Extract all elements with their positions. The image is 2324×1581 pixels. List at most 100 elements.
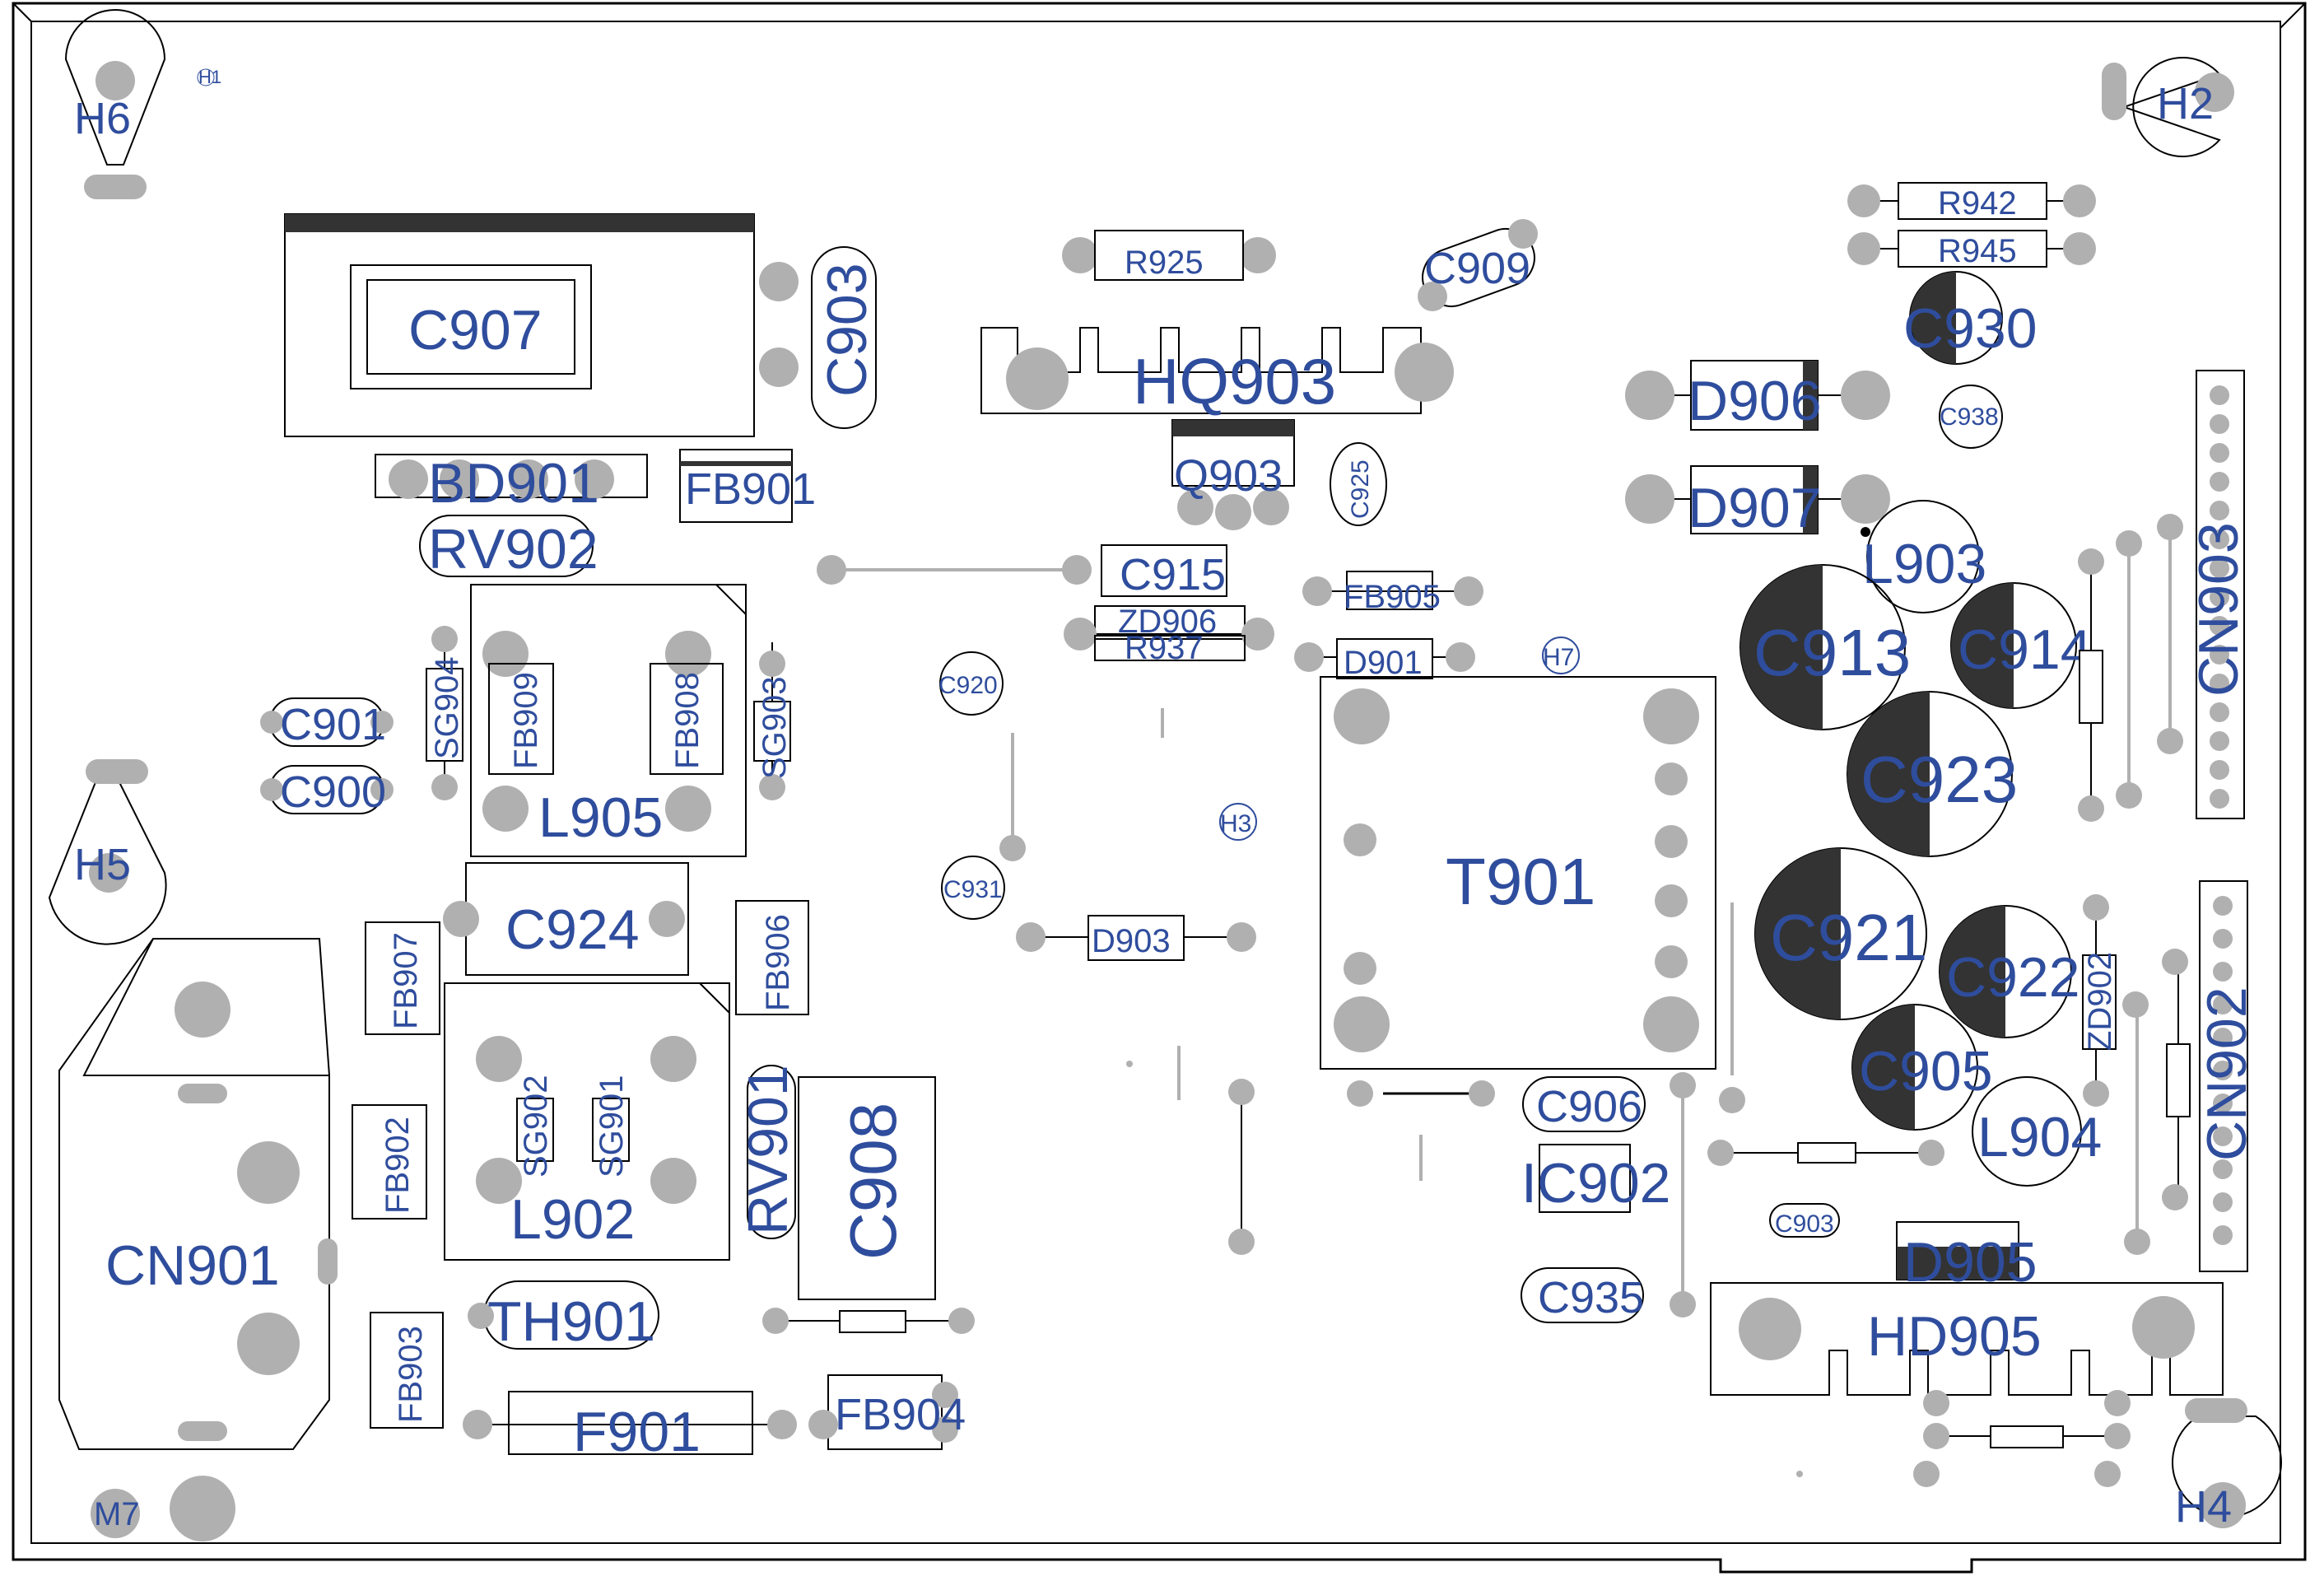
svg-text:FB907: FB907 bbox=[388, 932, 424, 1029]
hole-h4: H4 bbox=[2172, 1398, 2282, 1532]
capacitor-c901: C901 bbox=[260, 697, 394, 749]
surge-gap-sg901: SG901 bbox=[592, 1075, 630, 1178]
capacitor-c938: C938 bbox=[1939, 385, 2003, 449]
resistor-r933 bbox=[2135, 963, 2191, 1243]
diode-d907: D907 bbox=[1625, 465, 1890, 539]
svg-text:R937: R937 bbox=[1125, 630, 1204, 666]
svg-text:L905: L905 bbox=[538, 786, 663, 849]
svg-text:TH901: TH901 bbox=[487, 1290, 655, 1353]
capacitor-c909: C909 bbox=[1418, 219, 1538, 311]
ic-ic902: IC902 bbox=[1521, 1144, 1670, 1215]
svg-text:HQ903: HQ903 bbox=[1133, 345, 1336, 417]
surge-gap-sg903: SG903 bbox=[753, 642, 793, 800]
board-corner-top-right bbox=[2280, 2, 2306, 29]
svg-text:FB909: FB909 bbox=[508, 672, 544, 769]
diode-d901: D901 bbox=[1294, 638, 1475, 681]
svg-text:D907: D907 bbox=[1688, 477, 1822, 539]
svg-text:C913: C913 bbox=[1753, 616, 1911, 689]
capacitor-c906: C906 bbox=[1522, 1076, 1646, 1132]
hole-h6: H6 bbox=[64, 9, 166, 199]
capacitor-c907: C907 bbox=[284, 213, 799, 437]
resistor-r930 bbox=[2078, 527, 2172, 822]
svg-text:D903: D903 bbox=[1092, 923, 1171, 959]
svg-text:C930: C930 bbox=[1903, 297, 2038, 360]
svg-text:CN903: CN903 bbox=[2187, 522, 2250, 697]
svg-text:BD901: BD901 bbox=[428, 452, 599, 515]
svg-text:H7: H7 bbox=[1543, 644, 1574, 671]
hole-h4-label: H4 bbox=[2175, 1482, 2232, 1532]
svg-text:RV901: RV901 bbox=[737, 1065, 799, 1235]
resistor-r937: R937 bbox=[1064, 618, 1274, 666]
svg-text:C901: C901 bbox=[280, 700, 386, 749]
svg-text:F901: F901 bbox=[573, 1401, 701, 1463]
diode-d903: D903 bbox=[1016, 915, 1256, 961]
svg-text:C925: C925 bbox=[1347, 459, 1374, 519]
varistor-rv902: RV902 bbox=[419, 515, 598, 581]
svg-text:C914: C914 bbox=[1958, 618, 2092, 681]
svg-text:C922: C922 bbox=[1946, 946, 2080, 1009]
transistor-q903: Q903 bbox=[1171, 419, 1295, 530]
capacitor-c920: C920 bbox=[938, 651, 1026, 861]
inductor-l905: L905 bbox=[470, 584, 747, 857]
inductor-l902: L902 bbox=[444, 982, 730, 1261]
svg-text:H1: H1 bbox=[198, 67, 221, 87]
ferrite-fb904: FB904 bbox=[808, 1374, 966, 1450]
hole-h5-label: H5 bbox=[74, 840, 131, 889]
transformer-t901: T901 bbox=[1320, 676, 1716, 1070]
thermistor-th901: TH901 bbox=[468, 1280, 659, 1353]
svg-text:C907: C907 bbox=[408, 299, 543, 361]
svg-text:R942: R942 bbox=[1938, 185, 2017, 222]
svg-text:C923: C923 bbox=[1861, 743, 2018, 816]
svg-text:FB902: FB902 bbox=[380, 1117, 416, 1214]
connector-cn903: CN903 bbox=[2187, 370, 2250, 819]
svg-text:C900: C900 bbox=[280, 767, 386, 817]
diode-d906: D906 bbox=[1625, 360, 1890, 432]
svg-text:SG904: SG904 bbox=[429, 656, 465, 759]
resistor-r946 bbox=[1707, 1140, 1944, 1166]
resistor-r940 bbox=[762, 1308, 975, 1334]
capacitor-c924: C924 bbox=[443, 862, 689, 976]
surge-gap-sg904: SG904 bbox=[426, 626, 465, 800]
ferrite-fb905: FB905 bbox=[1302, 571, 1483, 615]
svg-text:C915: C915 bbox=[1120, 550, 1226, 599]
hole-h6-label: H6 bbox=[74, 94, 131, 143]
surge-gap-sg902: SG902 bbox=[516, 1075, 554, 1178]
svg-text:SG902: SG902 bbox=[518, 1075, 554, 1178]
svg-text:FB908: FB908 bbox=[669, 672, 706, 769]
ferrite-fb902: FB902 bbox=[352, 1104, 427, 1220]
svg-text:C924: C924 bbox=[505, 898, 640, 961]
board-inner-border bbox=[30, 21, 2281, 1544]
capacitor-c914: C914 bbox=[1950, 582, 2092, 709]
hole-h5: H5 bbox=[48, 759, 167, 945]
svg-text:FB903: FB903 bbox=[393, 1326, 429, 1423]
resistor-r942: R942 bbox=[1847, 182, 2096, 222]
resistor-r925: R925 bbox=[1062, 230, 1276, 281]
capacitor-c923: C923 bbox=[1847, 691, 2018, 857]
svg-text:C921: C921 bbox=[1770, 901, 1927, 974]
svg-text:FB905: FB905 bbox=[1344, 579, 1441, 615]
capacitor-c908: C908 bbox=[798, 1076, 936, 1300]
ferrite-fb903: FB903 bbox=[370, 1312, 444, 1429]
misc-traces bbox=[1161, 708, 1734, 1243]
capacitor-c903: C903 bbox=[811, 246, 878, 429]
svg-text:R945: R945 bbox=[1938, 233, 2017, 269]
capacitor-c930: C930 bbox=[1903, 271, 2038, 365]
svg-text:HD905: HD905 bbox=[1867, 1305, 2042, 1368]
capacitor-c905: C905 bbox=[1851, 1004, 1993, 1131]
board-corner-top-left bbox=[12, 2, 32, 22]
svg-text:C931: C931 bbox=[943, 876, 1003, 903]
svg-text:H3: H3 bbox=[1220, 810, 1251, 837]
svg-text:CN901: CN901 bbox=[105, 1234, 280, 1297]
svg-text:FB906: FB906 bbox=[760, 914, 796, 1011]
svg-text:ZD902: ZD902 bbox=[2082, 952, 2118, 1051]
svg-text:C909: C909 bbox=[1424, 244, 1530, 293]
svg-text:C920: C920 bbox=[938, 672, 998, 699]
capacitor-c913: C913 bbox=[1740, 564, 1911, 730]
resistor-r945: R945 bbox=[1847, 230, 2096, 269]
svg-text:C903: C903 bbox=[1775, 1210, 1834, 1238]
capacitor-c900: C900 bbox=[260, 765, 394, 817]
svg-text:T901: T901 bbox=[1446, 845, 1595, 918]
zener-zd902: ZD902 bbox=[2082, 894, 2118, 1107]
svg-text:CN902: CN902 bbox=[2196, 986, 2258, 1161]
